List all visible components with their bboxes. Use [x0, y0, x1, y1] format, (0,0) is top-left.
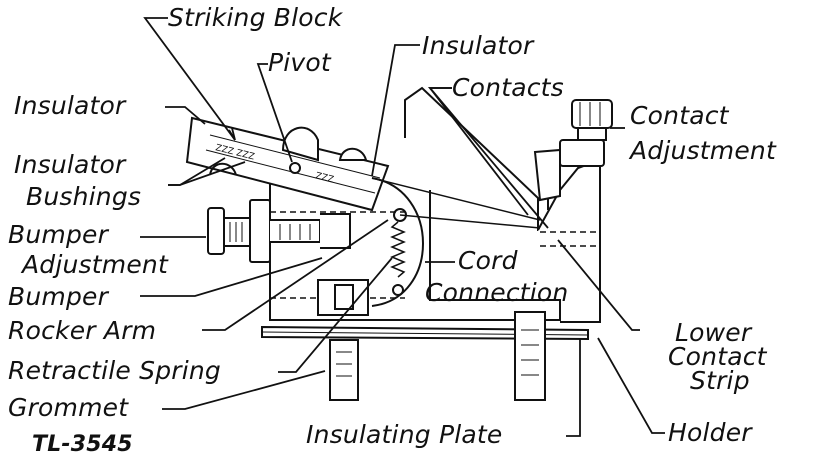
label-contact-adjustment-line2: Adjustment — [630, 136, 776, 165]
label-insulator-top: Insulator — [422, 31, 534, 60]
cord-connection-shape — [317, 279, 369, 316]
label-lower-contact-strip-line3: Strip — [690, 366, 750, 395]
label-bumper-adjustment-line1: Bumper — [8, 220, 109, 249]
label-lower-contact-strip-line2: Contact — [668, 342, 767, 371]
label-bumper-adjustment-line2: Adjustment — [22, 250, 168, 279]
label-striking-block: Striking Block — [168, 3, 343, 32]
label-insulator-bushings-line1: Insulator — [14, 150, 126, 179]
label-holder: Holder — [668, 418, 752, 447]
label-bumper: Bumper — [8, 282, 109, 311]
leader-lines — [140, 17, 665, 437]
label-insulator-bushings-line2: Bushings — [26, 182, 142, 211]
bumper-adjustment-shape — [207, 199, 351, 263]
label-contacts: Contacts — [452, 73, 564, 102]
rocker-housing-shape — [371, 177, 541, 307]
label-pivot: Pivot — [268, 48, 331, 77]
label-rocker-arm: Rocker Arm — [8, 316, 157, 345]
grommet-posts-shape — [329, 311, 546, 401]
label-cord-connection-line2: Connection — [425, 278, 569, 307]
figure-code: TL-3545 — [32, 432, 133, 457]
retractile-spring-shape — [390, 221, 406, 296]
label-retractile-spring: Retractile Spring — [8, 356, 221, 385]
label-insulating-plate: Insulating Plate — [306, 420, 503, 449]
label-grommet: Grommet — [8, 393, 129, 422]
label-lower-contact-strip-line1: Lower — [675, 318, 752, 347]
label-insulator-left: Insulator — [14, 91, 126, 120]
label-cord-connection-line1: Cord — [458, 246, 518, 275]
label-contact-adjustment-line1: Contact — [630, 101, 729, 130]
contact-adjustment-shape — [533, 99, 613, 210]
svg-text:ZZZ: ZZZ — [314, 171, 334, 185]
insulating-plate-shape — [261, 325, 589, 341]
